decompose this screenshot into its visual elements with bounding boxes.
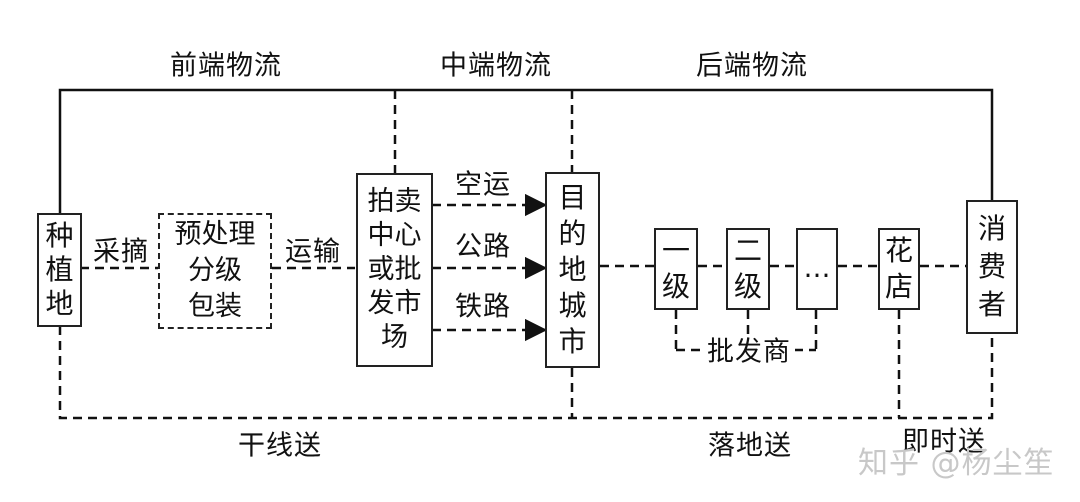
consumer-node: 消费者 xyxy=(966,200,1018,334)
auction-center-label: 拍卖 中心 或批 发市 场 xyxy=(367,186,422,353)
transport-label: 运输 xyxy=(285,236,341,268)
section-back-logistics: 后端物流 xyxy=(696,50,808,82)
more-levels-label: … xyxy=(803,253,831,284)
wholesaler-label: 批发商 xyxy=(703,338,795,366)
flower-shop-node: 花店 xyxy=(878,228,920,310)
top-frame-line xyxy=(58,88,994,216)
watermark: 知乎 @杨尘笙 xyxy=(858,446,1055,481)
flower-shop-label: 花店 xyxy=(884,234,913,303)
bottom-frame-line xyxy=(58,326,994,420)
destination-city-node: 目的地城市 xyxy=(545,172,600,368)
section-front-logistics: 前端物流 xyxy=(170,50,282,82)
preprocess-node: 预处理 分级 包装 xyxy=(158,213,272,329)
section-middle-logistics: 中端物流 xyxy=(440,50,552,82)
instant-delivery-label: 即时送 xyxy=(902,426,986,458)
more-levels-node: … xyxy=(796,228,838,310)
level-one-label: 一级 xyxy=(661,234,690,303)
rail-label: 铁路 xyxy=(455,291,511,323)
level-one-node: 一级 xyxy=(654,228,698,310)
auction-center-node: 拍卖 中心 或批 发市 场 xyxy=(356,173,433,367)
planting-area-node: 种植地 xyxy=(37,213,82,327)
level-two-node: 二级 xyxy=(726,228,770,310)
picking-label: 采摘 xyxy=(93,236,149,268)
planting-area-label: 种植地 xyxy=(45,219,74,320)
preprocess-label: 预处理 分级 包装 xyxy=(174,219,256,322)
destination-city-label: 目的地城市 xyxy=(558,181,587,358)
landing-delivery-label: 落地送 xyxy=(708,430,792,462)
level-two-label: 二级 xyxy=(733,234,762,303)
road-label: 公路 xyxy=(455,231,511,263)
consumer-label: 消费者 xyxy=(977,212,1006,321)
air-label: 空运 xyxy=(455,169,511,201)
trunk-delivery-label: 干线送 xyxy=(238,430,322,462)
